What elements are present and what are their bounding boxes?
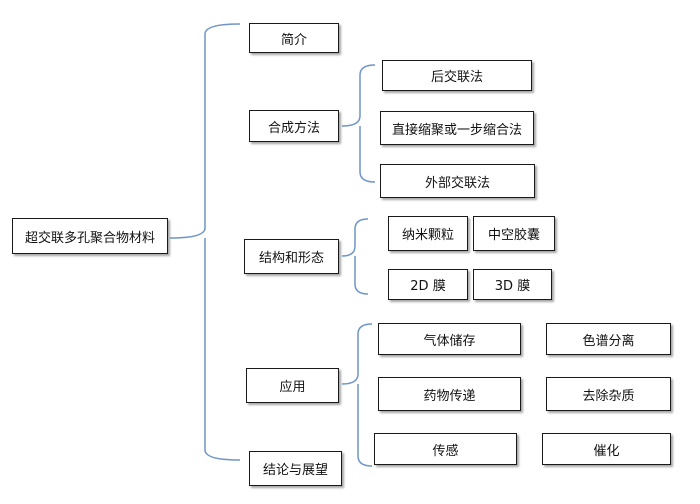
main-brace — [169, 23, 241, 461]
branch-structure: 结构和形态 — [244, 239, 339, 274]
leaf-sensing: 传感 — [374, 433, 517, 465]
branch-application: 应用 — [246, 368, 339, 403]
synthesis-brace — [341, 64, 376, 183]
leaf-catalysis: 催化 — [542, 433, 671, 465]
branch-synthesis: 合成方法 — [249, 110, 339, 142]
leaf-chromatography: 色谱分离 — [546, 323, 671, 355]
branch-intro: 简介 — [249, 23, 339, 53]
root-node: 超交联多孔聚合物材料 — [12, 218, 168, 254]
leaf-direct-condensation: 直接缩聚或一步缩合法 — [380, 111, 534, 145]
application-brace — [341, 323, 373, 467]
leaf-drug-delivery: 药物传递 — [378, 377, 521, 411]
leaf-3d-membrane: 3D 膜 — [473, 269, 552, 300]
leaf-external-crosslink: 外部交联法 — [380, 164, 535, 198]
leaf-impurity-removal: 去除杂质 — [546, 377, 671, 411]
leaf-nanoparticle: 纳米颗粒 — [388, 216, 468, 251]
branch-conclusion: 结论与展望 — [249, 451, 342, 486]
structure-brace — [341, 218, 369, 295]
leaf-gas-storage: 气体储存 — [378, 323, 521, 355]
leaf-hollow-capsule: 中空胶囊 — [473, 216, 555, 251]
leaf-post-crosslink: 后交联法 — [382, 60, 532, 91]
leaf-2d-membrane: 2D 膜 — [388, 269, 468, 300]
